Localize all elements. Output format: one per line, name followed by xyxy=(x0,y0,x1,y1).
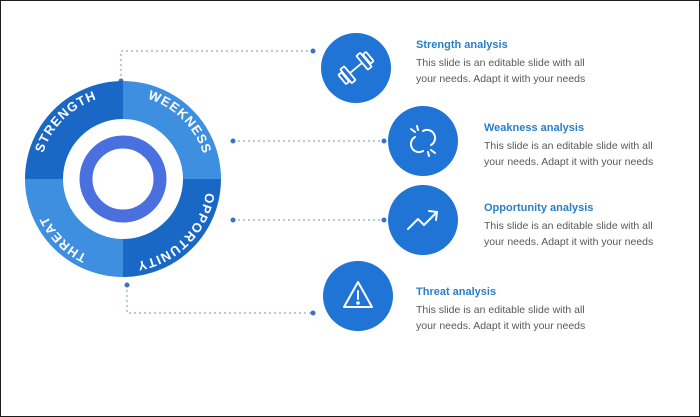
connector-lines xyxy=(120,50,384,314)
strength-description: This slide is an editable slide with all… xyxy=(416,55,616,87)
strength-title: Strength analysis xyxy=(416,39,508,51)
connector-dot xyxy=(230,138,236,144)
weakness-node xyxy=(388,106,458,176)
broken-link-icon xyxy=(409,125,437,157)
weakness-icon-circle xyxy=(388,106,458,176)
weakness-description: This slide is an editable slide with all… xyxy=(484,138,684,170)
threat-node xyxy=(323,261,393,331)
quadrant-threat xyxy=(25,179,123,277)
dumbbell-icon xyxy=(337,51,375,85)
strength-node xyxy=(321,33,391,103)
connector-dot xyxy=(381,217,387,223)
opportunity-icon-circle xyxy=(388,185,458,255)
threat-desc-line2: your needs. Adapt it with your needs xyxy=(416,320,586,332)
connector-dot xyxy=(310,48,316,54)
quadrant-weakness xyxy=(123,81,221,179)
connector-dot xyxy=(310,310,316,316)
threat-title: Threat analysis xyxy=(416,286,497,298)
inner-ring xyxy=(79,135,167,223)
opportunity-node xyxy=(388,185,458,255)
connector-dot xyxy=(381,138,387,144)
connector-threat xyxy=(126,285,313,314)
connector-dot xyxy=(124,282,130,288)
strength-desc-line1: This slide is an editable slide with all xyxy=(416,57,585,69)
strength-desc-line2: your needs. Adapt it with your needs xyxy=(416,73,586,85)
connector-strength xyxy=(120,50,313,81)
quadrant-strength xyxy=(25,81,123,179)
warning-icon xyxy=(343,281,373,308)
weakness-desc-line2: your needs. Adapt it with your needs xyxy=(484,156,654,168)
connector-dot xyxy=(230,217,236,223)
opportunity-desc-line1: This slide is an editable slide with all xyxy=(484,220,653,232)
outer-ring xyxy=(25,81,221,277)
opportunity-desc-line2: your needs. Adapt it with your needs xyxy=(484,236,654,248)
weakness-title: Weakness analysis xyxy=(484,122,585,134)
threat-desc-line1: This slide is an editable slide with all xyxy=(416,304,585,316)
trend-up-icon xyxy=(407,210,438,230)
threat-description: This slide is an editable slide with all… xyxy=(416,302,616,334)
opportunity-description: This slide is an editable slide with all… xyxy=(484,218,684,250)
weakness-desc-line1: This slide is an editable slide with all xyxy=(484,140,653,152)
opportunity-title: Opportunity analysis xyxy=(484,202,594,214)
quadrant-opportunity xyxy=(123,179,221,277)
